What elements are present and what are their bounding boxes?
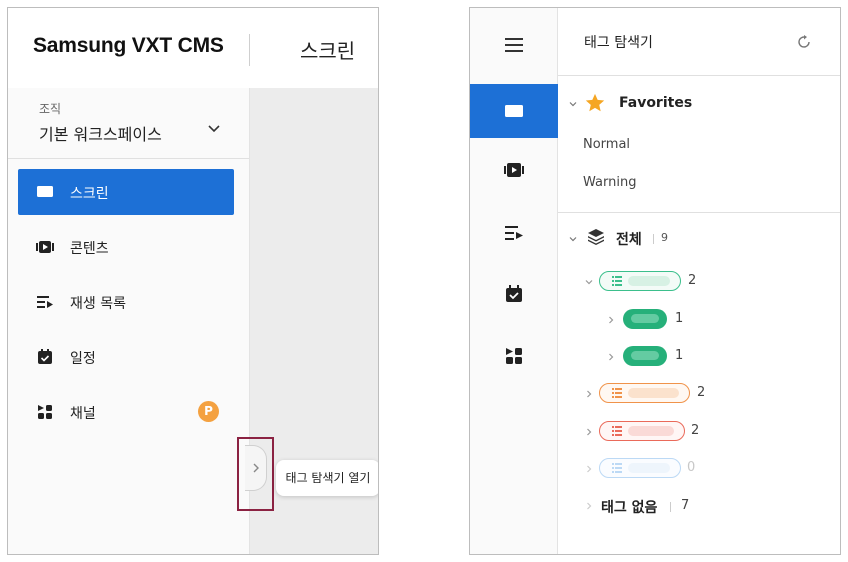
org-name: 기본 워크스페이스 (39, 125, 162, 144)
menu-button[interactable] (470, 18, 558, 72)
tag-name-blurred (631, 351, 659, 360)
chevron-right-icon[interactable] (585, 502, 593, 510)
tag-name-blurred (628, 426, 674, 436)
channel-icon (506, 348, 522, 364)
list-icon (612, 276, 622, 286)
highlight-box (237, 437, 274, 511)
app-header: Samsung VXT CMS 스크린 (8, 8, 378, 89)
chevron-down-icon[interactable] (206, 120, 222, 136)
tag-chip[interactable] (623, 309, 667, 329)
chevron-right-icon[interactable] (585, 428, 593, 436)
layers-icon (588, 229, 604, 245)
tag-chip[interactable] (599, 421, 685, 441)
org-label: 조직 (39, 102, 62, 116)
tag-chip[interactable] (599, 383, 690, 403)
chevron-right-icon[interactable] (607, 353, 615, 361)
playlist-icon (505, 226, 523, 240)
chevron-right-icon[interactable] (607, 316, 615, 324)
favorite-item-normal[interactable]: Normal (583, 137, 631, 152)
tag-count: 0 (687, 460, 696, 475)
rail-item-content[interactable] (470, 143, 558, 197)
playlist-icon (37, 296, 53, 308)
tag-count: 2 (697, 385, 706, 400)
sidebar-item-channel[interactable]: 채널 P (18, 389, 234, 435)
tag-chip[interactable] (599, 458, 681, 478)
sidebar-item-playlist[interactable]: 재생 목록 (18, 279, 234, 325)
list-icon (612, 463, 622, 473)
list-icon (612, 426, 622, 436)
count-separator (670, 502, 671, 512)
tag-chip[interactable] (599, 271, 681, 291)
org-selector[interactable]: 조직 기본 워크스페이스 (8, 88, 249, 159)
cms-window-tag-explorer: 태그 탐색기 Favorites Normal Warning 전체 9 2 1… (469, 7, 841, 555)
all-tags-count: 9 (661, 231, 668, 244)
refresh-icon[interactable] (796, 34, 812, 50)
chevron-down-icon[interactable] (569, 100, 577, 108)
tag-name-blurred (628, 276, 670, 286)
tag-count: 1 (675, 348, 684, 363)
no-tag-count: 7 (681, 498, 690, 513)
rail-item-playlist[interactable] (470, 206, 558, 260)
all-tags-label[interactable]: 전체 (616, 232, 642, 248)
sidebar-item-label: 일정 (70, 351, 96, 367)
favorites-label[interactable]: Favorites (619, 95, 693, 111)
tag-count: 2 (688, 273, 697, 288)
star-icon (585, 93, 605, 112)
content-icon (504, 163, 524, 177)
channel-icon (38, 405, 52, 419)
page-title: 스크린 (300, 39, 356, 63)
header-divider (249, 34, 250, 66)
rail-item-screen[interactable] (470, 84, 558, 138)
schedule-icon (38, 349, 52, 364)
tag-chip[interactable] (623, 346, 667, 366)
sidebar: 조직 기본 워크스페이스 스크린 콘텐츠 재생 목록 일정 채널 P (8, 88, 250, 554)
sidebar-item-label: 스크린 (70, 186, 109, 202)
rail-item-channel[interactable] (470, 329, 558, 383)
sidebar-item-label: 채널 (70, 406, 96, 422)
tag-name-blurred (628, 463, 670, 473)
tooltip: 태그 탐색기 열기 (276, 460, 378, 496)
rail-item-schedule[interactable] (470, 267, 558, 321)
list-icon (612, 388, 622, 398)
nav-rail (470, 8, 558, 554)
schedule-icon (506, 285, 522, 302)
divider (558, 212, 840, 213)
sidebar-item-content[interactable]: 콘텐츠 (18, 224, 234, 270)
divider (558, 75, 840, 76)
favorite-item-warning[interactable]: Warning (583, 175, 637, 190)
content-icon (36, 241, 54, 253)
sidebar-item-label: 콘텐츠 (70, 241, 109, 257)
tag-explorer-toggle-button[interactable] (245, 445, 267, 491)
tag-name-blurred (631, 314, 659, 323)
chevron-down-icon[interactable] (569, 235, 577, 243)
chevron-right-icon (587, 465, 592, 473)
chevron-right-icon[interactable] (585, 390, 593, 398)
tag-explorer-title: 태그 탐색기 (584, 35, 653, 51)
sidebar-item-screen[interactable]: 스크린 (18, 169, 234, 215)
screen-icon (37, 186, 53, 197)
tag-count: 1 (675, 311, 684, 326)
screen-icon (505, 105, 523, 117)
sidebar-item-label: 재생 목록 (70, 296, 126, 312)
chevron-down-icon[interactable] (585, 278, 593, 286)
cms-window: Samsung VXT CMS 스크린 조직 기본 워크스페이스 스크린 콘텐츠… (7, 7, 379, 555)
hamburger-menu-icon (505, 38, 523, 52)
count-separator (653, 234, 654, 244)
app-logo[interactable]: Samsung VXT CMS (33, 34, 224, 57)
tag-count: 2 (691, 423, 700, 438)
sidebar-item-schedule[interactable]: 일정 (18, 334, 234, 380)
tag-name-blurred (628, 388, 679, 398)
no-tag-label[interactable]: 태그 없음 (601, 500, 658, 516)
chevron-right-icon (253, 463, 259, 473)
premium-badge: P (198, 401, 219, 422)
